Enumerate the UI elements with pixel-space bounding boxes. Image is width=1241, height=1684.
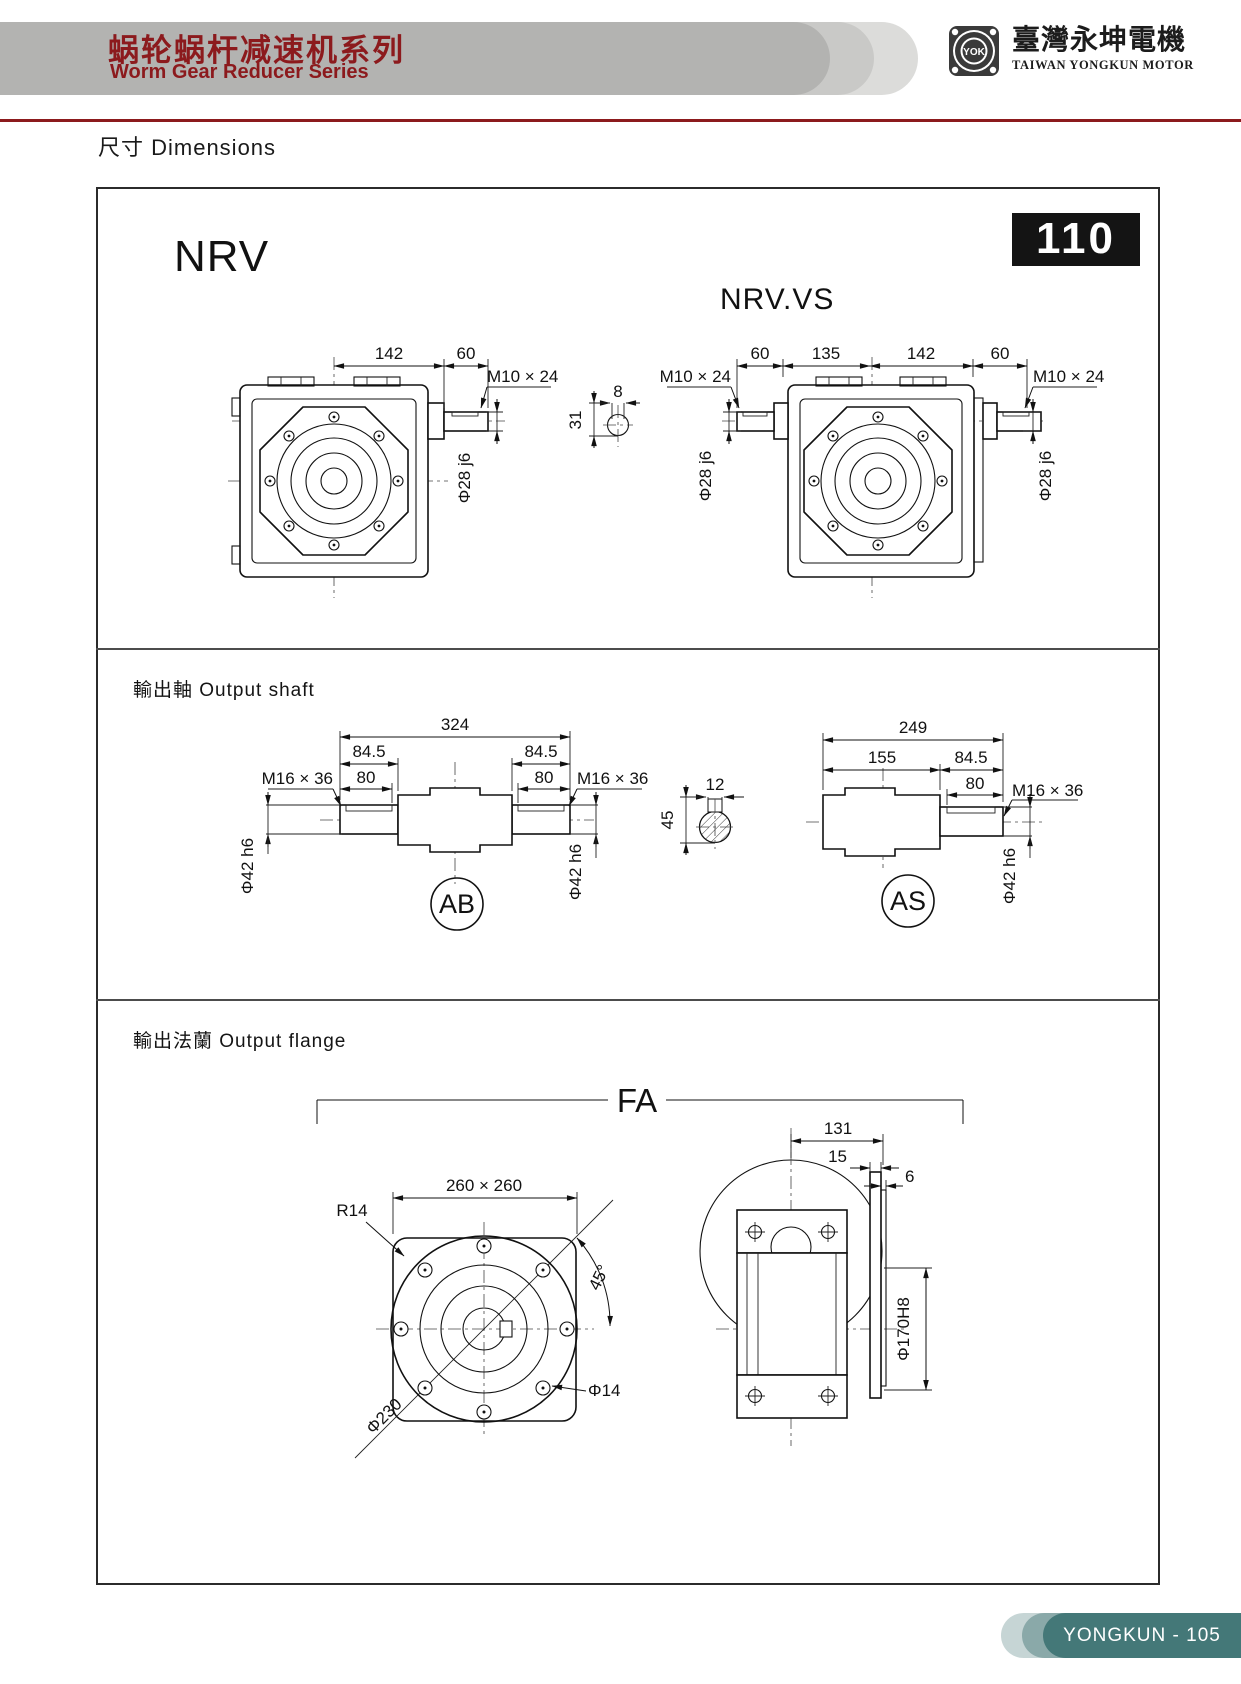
yok-emblem-icon: YOK xyxy=(949,26,999,76)
logo-text: 臺灣永坤電機 TAIWAN YONGKUN MOTOR xyxy=(1012,22,1194,73)
nrvvs-shaft-dia-left: Φ28 j6 xyxy=(696,451,715,501)
nrvvs-view-title: NRV.VS xyxy=(720,283,835,316)
output-key-depth: 45 xyxy=(658,811,677,830)
nrv-dim-60: 60 xyxy=(457,344,476,363)
ab-dim-left-80: 80 xyxy=(357,768,376,787)
logo-monogram: YOK xyxy=(963,47,985,58)
size-badge: 110 xyxy=(1012,213,1140,266)
ab-label: AB xyxy=(439,889,475,919)
flange-corner-radius: R14 xyxy=(336,1201,367,1220)
flange-side-view: 131 15 6 Φ170H8 xyxy=(699,1119,932,1446)
front-views-drawing: 142 60 M10 × 24 Φ28 j6 8 31 xyxy=(228,344,1104,598)
nrvvs-shaft-dia-right: Φ28 j6 xyxy=(1036,451,1055,501)
output-flange-heading: 輸出法蘭 Output flange xyxy=(133,1031,347,1052)
nrvvs-front-view: 60 135 142 60 M10 × 24 M10 × 24 Φ28 j6 Φ… xyxy=(660,344,1104,598)
side-bolt-marks-bottom xyxy=(745,1386,838,1406)
series-title-zh: 蜗轮蜗杆减速机系列 xyxy=(108,33,405,68)
section-divider-2 xyxy=(96,999,1160,1001)
flange-square-dim: 260 × 260 xyxy=(446,1176,522,1195)
company-logo: YOK 臺灣永坤電機 TAIWAN YONGKUN MOTOR xyxy=(946,22,1194,80)
flange-angle: 45° xyxy=(585,1262,613,1293)
output-key-width: 12 xyxy=(706,775,725,794)
nrvvs-dim-60-left: 60 xyxy=(751,344,770,363)
side-bolt-marks-top xyxy=(745,1222,838,1242)
nrvvs-dim-135: 135 xyxy=(812,344,840,363)
company-name-en: TAIWAN YONGKUN MOTOR xyxy=(1012,58,1194,72)
header-rule xyxy=(0,119,1241,122)
nrv-dim-142: 142 xyxy=(375,344,403,363)
ab-dim-right-845: 84.5 xyxy=(524,742,557,761)
output-shaft-drawing: 324 84.5 80 84.5 80 M16 × 36 M16 × 36 Φ4… xyxy=(238,715,1083,931)
output-flange-drawing: FA 260 × 260 R14 xyxy=(316,1082,964,1459)
as-dim-155: 155 xyxy=(868,748,896,767)
as-dim-80: 80 xyxy=(966,774,985,793)
output-key-section: 12 45 xyxy=(658,775,744,855)
ab-dia-right: Φ42 h6 xyxy=(566,844,585,900)
output-shaft-heading: 輸出軸 Output shaft xyxy=(133,680,315,701)
nrvvs-dim-60-right: 60 xyxy=(991,344,1010,363)
input-key-width: 8 xyxy=(613,382,622,401)
nrv-shaft-dia-label: Φ28 j6 xyxy=(455,453,474,503)
ab-dim-total: 324 xyxy=(441,715,469,734)
side-dim-131: 131 xyxy=(824,1119,852,1138)
input-key-section: 8 31 xyxy=(566,382,640,448)
section-divider-1 xyxy=(96,648,1160,650)
nrvvs-thread-left: M10 × 24 xyxy=(660,367,731,386)
side-dim-15: 15 xyxy=(828,1147,847,1166)
as-shaft-view: 249 155 84.5 80 M16 × 36 Φ42 h6 AS xyxy=(806,718,1083,928)
nrvvs-dim-142: 142 xyxy=(907,344,935,363)
flange-hole-dia: Φ14 xyxy=(588,1381,620,1400)
input-key-depth: 31 xyxy=(566,411,585,430)
ab-thread-right: M16 × 36 xyxy=(577,769,648,788)
as-dia: Φ42 h6 xyxy=(1000,848,1019,904)
nrv-front-view: 142 60 M10 × 24 Φ28 j6 xyxy=(228,344,558,598)
as-thread: M16 × 36 xyxy=(1012,781,1083,800)
ab-thread-left: M16 × 36 xyxy=(262,769,333,788)
nrvvs-bolt-holes xyxy=(808,411,948,551)
nrv-thread-label: M10 × 24 xyxy=(487,367,558,386)
ab-shaft-view: 324 84.5 80 84.5 80 M16 × 36 M16 × 36 Φ4… xyxy=(238,715,648,931)
footer-band xyxy=(1043,1613,1241,1658)
page-heading: 尺寸 Dimensions xyxy=(98,135,277,160)
company-name-zh: 臺灣永坤電機 xyxy=(1012,24,1187,55)
ab-dia-left: Φ42 h6 xyxy=(238,838,257,894)
fa-label: FA xyxy=(617,1082,657,1119)
as-dim-845: 84.5 xyxy=(954,748,987,767)
flange-front-view: 260 × 260 R14 45° Φ14 Φ230 xyxy=(336,1176,620,1459)
side-dim-6: 6 xyxy=(905,1167,914,1186)
footer-page-label: YONGKUN - 105 xyxy=(1063,1625,1221,1646)
nrvvs-thread-right: M10 × 24 xyxy=(1033,367,1104,386)
as-dim-total: 249 xyxy=(899,718,927,737)
as-label: AS xyxy=(890,886,926,916)
nrv-bolt-holes xyxy=(264,411,404,551)
fa-bracket: FA xyxy=(316,1082,964,1124)
nrv-view-title: NRV xyxy=(174,232,270,281)
ab-dim-left-845: 84.5 xyxy=(352,742,385,761)
side-pilot-dia: Φ170H8 xyxy=(894,1297,913,1361)
flange-bolt-holes xyxy=(393,1238,575,1420)
header-band xyxy=(0,22,830,95)
ab-dim-right-80: 80 xyxy=(535,768,554,787)
flange-bolt-circle: Φ230 xyxy=(363,1395,406,1438)
series-title-en: Worm Gear Reducer Series xyxy=(110,61,369,83)
